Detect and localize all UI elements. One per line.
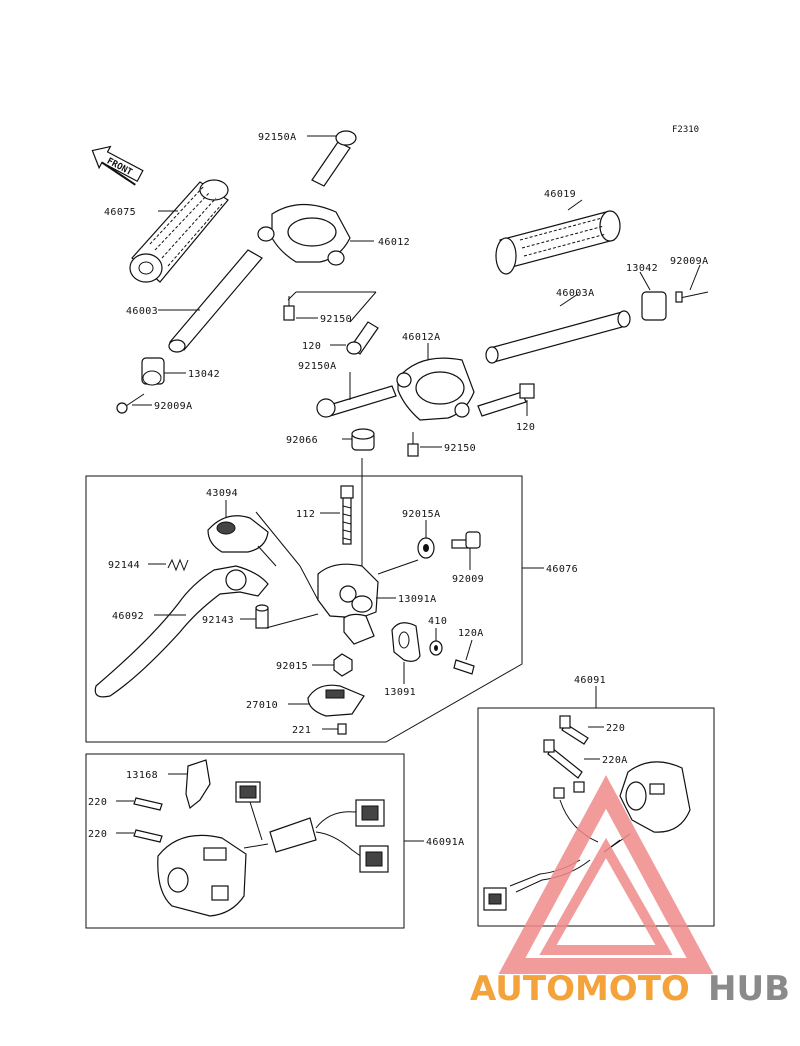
watermark-logo bbox=[498, 775, 714, 974]
label-46012A: 46012A bbox=[402, 332, 441, 343]
clamp-13168 bbox=[168, 759, 211, 810]
part-labels: 92150A 46075 46012 46003 92150 120 13042… bbox=[88, 132, 709, 848]
switch-27010 bbox=[288, 684, 365, 717]
label-220-left1: 220 bbox=[88, 797, 107, 808]
right-switch-housing bbox=[483, 761, 691, 911]
label-13042-right: 13042 bbox=[626, 263, 658, 274]
screw-221 bbox=[322, 723, 347, 735]
label-13042-left: 13042 bbox=[188, 369, 220, 380]
right-tube bbox=[485, 310, 631, 364]
figure-id: F2310 bbox=[672, 125, 699, 135]
bolt-92150A-mid bbox=[316, 385, 397, 418]
label-13091: 13091 bbox=[384, 687, 416, 698]
label-220A: 220A bbox=[602, 755, 628, 766]
screw-120-left bbox=[346, 321, 379, 355]
label-13091A: 13091A bbox=[398, 594, 437, 605]
spring-92144 bbox=[148, 558, 189, 572]
right-switch-box bbox=[477, 686, 715, 927]
label-120A: 120A bbox=[458, 628, 484, 639]
nut-92015 bbox=[312, 653, 353, 677]
label-92143: 92143 bbox=[202, 615, 234, 626]
screw-220-left1 bbox=[116, 797, 163, 811]
nut-92015A bbox=[417, 520, 435, 559]
right-grip bbox=[495, 210, 621, 275]
bolt-92150-mid bbox=[407, 432, 419, 457]
label-46091A: 46091A bbox=[426, 837, 465, 848]
label-46075: 46075 bbox=[104, 207, 136, 218]
label-410: 410 bbox=[428, 616, 447, 627]
label-220-right: 220 bbox=[606, 723, 625, 734]
pin-92143 bbox=[240, 604, 269, 629]
label-46003: 46003 bbox=[126, 306, 158, 317]
screw-220-left2 bbox=[116, 829, 163, 843]
label-27010: 27010 bbox=[246, 700, 278, 711]
screw-92009A-right bbox=[675, 291, 709, 303]
left-switch-housing bbox=[157, 781, 389, 917]
front-arrow-icon: FRONT bbox=[91, 145, 144, 186]
holder-13091 bbox=[391, 622, 421, 684]
label-43094: 43094 bbox=[206, 488, 238, 499]
label-92009A-left: 92009A bbox=[154, 401, 193, 412]
left-switch-box bbox=[85, 753, 424, 929]
label-46076: 46076 bbox=[546, 564, 578, 575]
label-221: 221 bbox=[292, 725, 311, 736]
label-92150-mid: 92150 bbox=[444, 443, 476, 454]
label-92009A-right: 92009A bbox=[670, 256, 709, 267]
label-92015A: 92015A bbox=[402, 509, 441, 520]
cover-43094 bbox=[207, 500, 269, 553]
label-46019: 46019 bbox=[544, 189, 576, 200]
bolt-92150-left bbox=[283, 296, 295, 321]
screw-220-right bbox=[559, 715, 604, 745]
lever-holder-13091A bbox=[317, 563, 396, 645]
bolt-112 bbox=[320, 485, 354, 545]
screw-92009 bbox=[451, 531, 481, 570]
left-grip bbox=[129, 179, 229, 283]
label-92144: 92144 bbox=[108, 560, 140, 571]
top-bolt bbox=[311, 130, 357, 187]
label-120-left: 120 bbox=[302, 341, 321, 352]
screw-120A bbox=[453, 639, 475, 675]
left-tube bbox=[168, 249, 263, 353]
label-92009: 92009 bbox=[452, 574, 484, 585]
label-92150-left: 92150 bbox=[320, 314, 352, 325]
label-92066: 92066 bbox=[286, 435, 318, 446]
label-46012: 46012 bbox=[378, 237, 410, 248]
bar-end-right bbox=[641, 291, 667, 321]
label-92015: 92015 bbox=[276, 661, 308, 672]
left-clamp bbox=[257, 203, 351, 266]
label-46092: 46092 bbox=[112, 611, 144, 622]
plug-92066 bbox=[351, 428, 375, 451]
bar-end-left bbox=[141, 357, 165, 386]
label-112: 112 bbox=[296, 509, 315, 520]
label-92150A-mid: 92150A bbox=[298, 361, 337, 372]
label-92150A-top: 92150A bbox=[258, 132, 297, 143]
label-46003A: 46003A bbox=[556, 288, 595, 299]
screw-92009A-left bbox=[116, 393, 145, 414]
right-clamp bbox=[396, 357, 475, 421]
lever-assembly-box bbox=[85, 458, 544, 743]
label-46091: 46091 bbox=[574, 675, 606, 686]
label-13168: 13168 bbox=[126, 770, 158, 781]
label-120-right: 120 bbox=[516, 422, 535, 433]
watermark-text-part2: HUB bbox=[708, 969, 790, 1009]
lever-46092 bbox=[94, 565, 269, 698]
watermark-text-part1: AUTOMOTO bbox=[470, 969, 690, 1009]
label-220-left2: 220 bbox=[88, 829, 107, 840]
screw-220A-right bbox=[543, 739, 600, 779]
washer-410 bbox=[429, 628, 443, 656]
screw-120-right bbox=[477, 383, 535, 417]
